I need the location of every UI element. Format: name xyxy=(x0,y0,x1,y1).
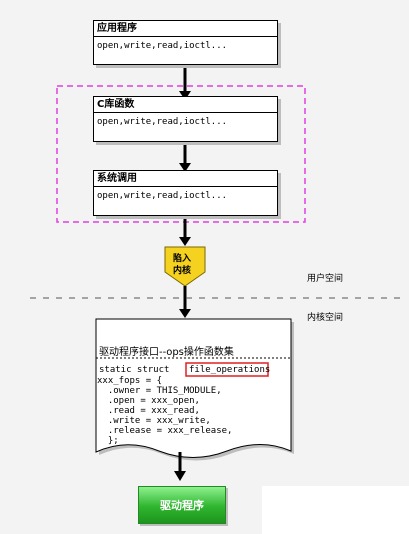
syscall-box-body: open,write,read,ioctl... xyxy=(97,191,228,201)
doc-code-prefix: static struct xyxy=(99,365,175,375)
trap-label-line1: 陷入 xyxy=(173,254,192,264)
syscall-box-title: 系统调用 xyxy=(94,171,277,187)
clib-box-body: open,write,read,ioctl... xyxy=(97,117,228,127)
blank-area xyxy=(262,486,409,534)
app-box-title: 应用程序 xyxy=(94,21,277,37)
arrowhead-clib-to-syscall xyxy=(179,163,191,172)
app-box-body: open,write,read,ioctl... xyxy=(97,41,228,51)
kernel-space-label: 内核空间 xyxy=(307,313,344,323)
clib-syscall-group-border xyxy=(56,85,306,223)
driver-button-label: 驱动程序 xyxy=(160,499,204,512)
app-box: 应用程序 open,write,read,ioctl... xyxy=(93,20,278,65)
doc-code-highlight: file_operations xyxy=(189,365,271,375)
doc-line-1: .owner = THIS_MODULE, xyxy=(97,386,222,396)
trap-shape xyxy=(164,246,206,287)
clib-box: C库函数 open,write,read,ioctl... xyxy=(93,96,278,142)
trap-label-line2: 内核 xyxy=(173,266,192,276)
doc-title: 驱动程序接口--ops操作函数集 xyxy=(99,347,234,358)
arrowhead-doc-to-driver xyxy=(174,471,186,481)
doc-line-6: }; xyxy=(97,436,119,446)
arrowhead-trap-to-doc xyxy=(179,309,191,318)
clib-box-title: C库函数 xyxy=(94,97,277,113)
arrowhead-syscall-to-trap xyxy=(179,237,191,246)
user-space-label: 用户空间 xyxy=(307,274,344,284)
doc-line-2: .open = xxx_open, xyxy=(97,396,200,406)
file-operations-highlight xyxy=(185,362,269,377)
doc-line-0: xxx_fops = { xyxy=(97,376,163,386)
driver-button[interactable]: 驱动程序 xyxy=(138,486,226,524)
doc-line-5: .release = xxx_release, xyxy=(97,426,233,436)
doc-line-3: .read = xxx_read, xyxy=(97,406,200,416)
doc-shape xyxy=(95,318,292,458)
arrowhead-app-to-clib xyxy=(179,91,191,100)
syscall-box: 系统调用 open,write,read,ioctl... xyxy=(93,170,278,216)
doc-line-4: .write = xxx_write, xyxy=(97,416,211,426)
